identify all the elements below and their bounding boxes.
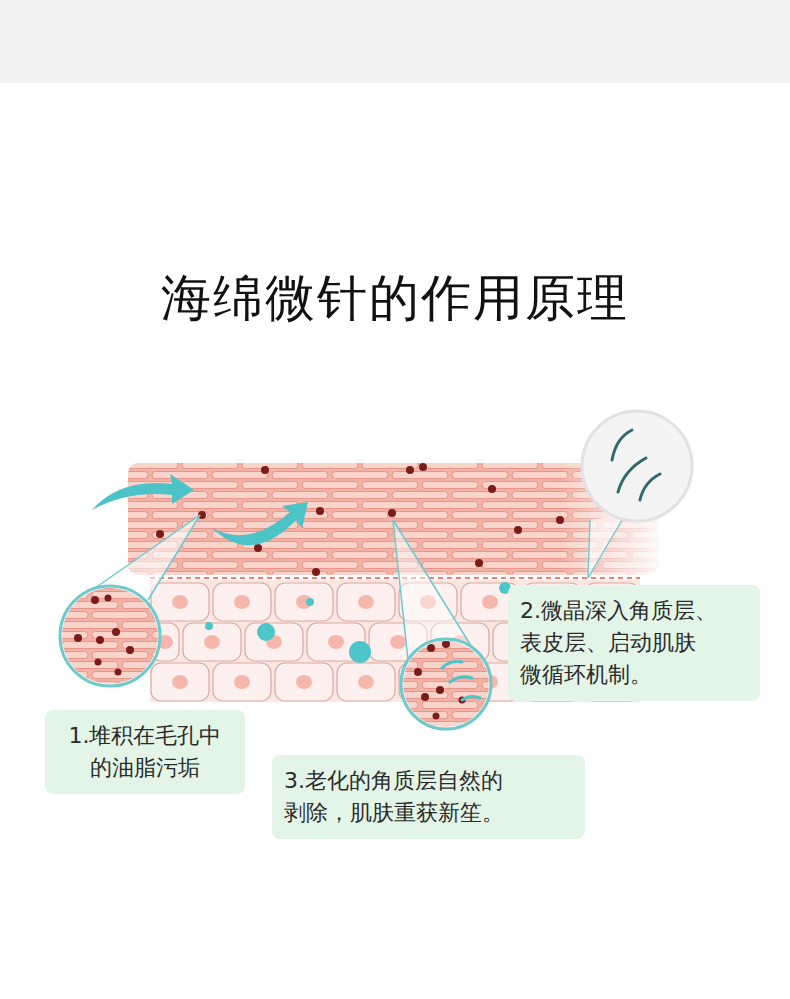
top-bar <box>0 0 790 83</box>
cell-nucleus <box>234 595 250 609</box>
skin-cell <box>245 623 303 661</box>
cell-nucleus <box>296 675 312 689</box>
callout-text: 3.老化的角质层自然的 剥除，肌肤重获新笙。 <box>284 765 573 829</box>
cell-nucleus <box>358 595 374 609</box>
cell-nucleus <box>482 595 498 609</box>
cell-nucleus <box>172 675 188 689</box>
skin-cell <box>275 663 333 701</box>
callout-text: 1.堆积在毛孔中 的油脂污垢 <box>57 720 233 784</box>
callout-box: 2.微晶深入角质层、 表皮层、启动肌肤 微循环机制。 <box>508 585 760 701</box>
diagram-title: 海绵微针的作用原理 <box>0 268 790 328</box>
skin-cell <box>213 583 271 621</box>
callout-box: 1.堆积在毛孔中 的油脂污垢 <box>45 710 245 794</box>
skin-cell <box>151 583 209 621</box>
callout-box: 3.老化的角质层自然的 剥除，肌肤重获新笙。 <box>272 755 585 839</box>
skin-cell <box>183 623 241 661</box>
cell-nucleus <box>172 595 188 609</box>
skin-cell <box>275 583 333 621</box>
cell-nucleus <box>204 635 220 649</box>
skin-cell <box>151 663 209 701</box>
cell-nucleus <box>234 675 250 689</box>
callout-text: 2.微晶深入角质层、 表皮层、启动肌肤 微循环机制。 <box>520 595 748 691</box>
cell-nucleus <box>358 675 374 689</box>
cell-nucleus <box>390 635 406 649</box>
skin-cell <box>213 663 271 701</box>
skin-cell <box>337 663 395 701</box>
skin-cell <box>337 583 395 621</box>
cell-nucleus <box>328 635 344 649</box>
